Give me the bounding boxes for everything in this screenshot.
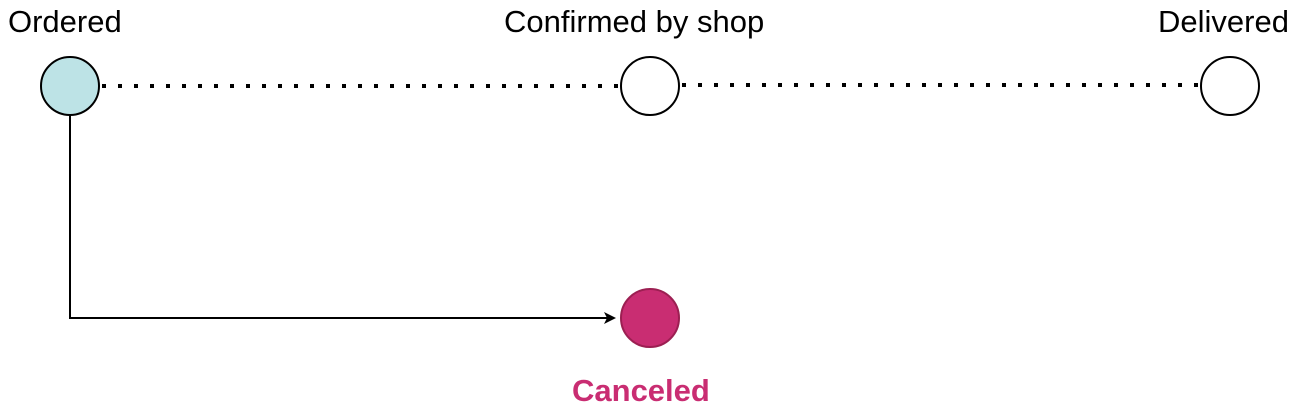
stage-node-confirmed-by-shop — [620, 56, 680, 116]
stage-label-ordered: Ordered — [8, 4, 122, 39]
canceled-node — [620, 288, 680, 348]
cancel-arrow — [69, 115, 616, 324]
stage-label-delivered: Delivered — [1158, 4, 1289, 39]
canceled-label: Canceled — [572, 373, 710, 408]
stage-label-confirmed-by-shop: Confirmed by shop — [504, 4, 765, 39]
stage-node-delivered — [1200, 56, 1260, 116]
stage-node-ordered — [40, 56, 100, 116]
